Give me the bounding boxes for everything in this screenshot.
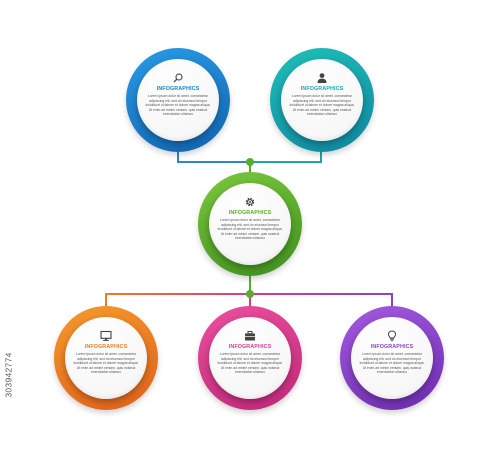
stock-id-text: 303942774	[4, 352, 14, 398]
node-title: INFOGRAPHICS	[84, 344, 128, 350]
node-content: INFOGRAPHICS Lorem ipsum dolor sit amet,…	[145, 72, 211, 117]
node-center: INFOGRAPHICS Lorem ipsum dolor sit amet,…	[198, 172, 302, 276]
node-title: INFOGRAPHICS	[370, 344, 414, 350]
node-content: INFOGRAPHICS Lorem ipsum dolor sit amet,…	[217, 196, 283, 241]
disc	[281, 59, 363, 141]
disc	[209, 317, 291, 399]
lightbulb-icon	[387, 330, 397, 341]
node-body: Lorem ipsum dolor sit amet, consectetur …	[73, 352, 139, 374]
junction-dot-top	[246, 158, 254, 166]
node-body: Lorem ipsum dolor sit amet, consectetur …	[217, 218, 283, 240]
node-bottom-middle: INFOGRAPHICS Lorem ipsum dolor sit amet,…	[198, 306, 302, 410]
monitor-icon	[100, 330, 112, 341]
briefcase-icon	[245, 331, 255, 341]
disc	[209, 183, 291, 265]
node-title: INFOGRAPHICS	[300, 86, 344, 92]
node-top-left: INFOGRAPHICS Lorem ipsum dolor sit amet,…	[126, 48, 230, 152]
node-body: Lorem ipsum dolor sit amet, consectetur …	[217, 352, 283, 374]
node-title: INFOGRAPHICS	[228, 210, 272, 216]
node-content: INFOGRAPHICS Lorem ipsum dolor sit amet,…	[73, 330, 139, 375]
node-title: INFOGRAPHICS	[228, 344, 272, 350]
node-content: INFOGRAPHICS Lorem ipsum dolor sit amet,…	[217, 330, 283, 375]
junction-dot-bottom	[246, 290, 254, 298]
node-body: Lorem ipsum dolor sit amet, consectetur …	[359, 352, 425, 374]
disc	[137, 59, 219, 141]
node-body: Lorem ipsum dolor sit amet, consectetur …	[145, 94, 211, 116]
disc	[65, 317, 147, 399]
connector-top-right	[250, 150, 322, 163]
node-title: INFOGRAPHICS	[156, 86, 200, 92]
gear-icon	[245, 197, 255, 207]
user-icon	[317, 73, 327, 83]
magnifier-icon	[173, 73, 183, 83]
connector-top-left	[177, 150, 250, 163]
stock-id-label: 303942774	[0, 300, 18, 450]
node-top-right: INFOGRAPHICS Lorem ipsum dolor sit amet,…	[270, 48, 374, 152]
node-bottom-right: INFOGRAPHICS Lorem ipsum dolor sit amet,…	[340, 306, 444, 410]
node-content: INFOGRAPHICS Lorem ipsum dolor sit amet,…	[359, 330, 425, 375]
node-content: INFOGRAPHICS Lorem ipsum dolor sit amet,…	[289, 72, 355, 117]
node-body: Lorem ipsum dolor sit amet, consectetur …	[289, 94, 355, 116]
node-bottom-left: INFOGRAPHICS Lorem ipsum dolor sit amet,…	[54, 306, 158, 410]
